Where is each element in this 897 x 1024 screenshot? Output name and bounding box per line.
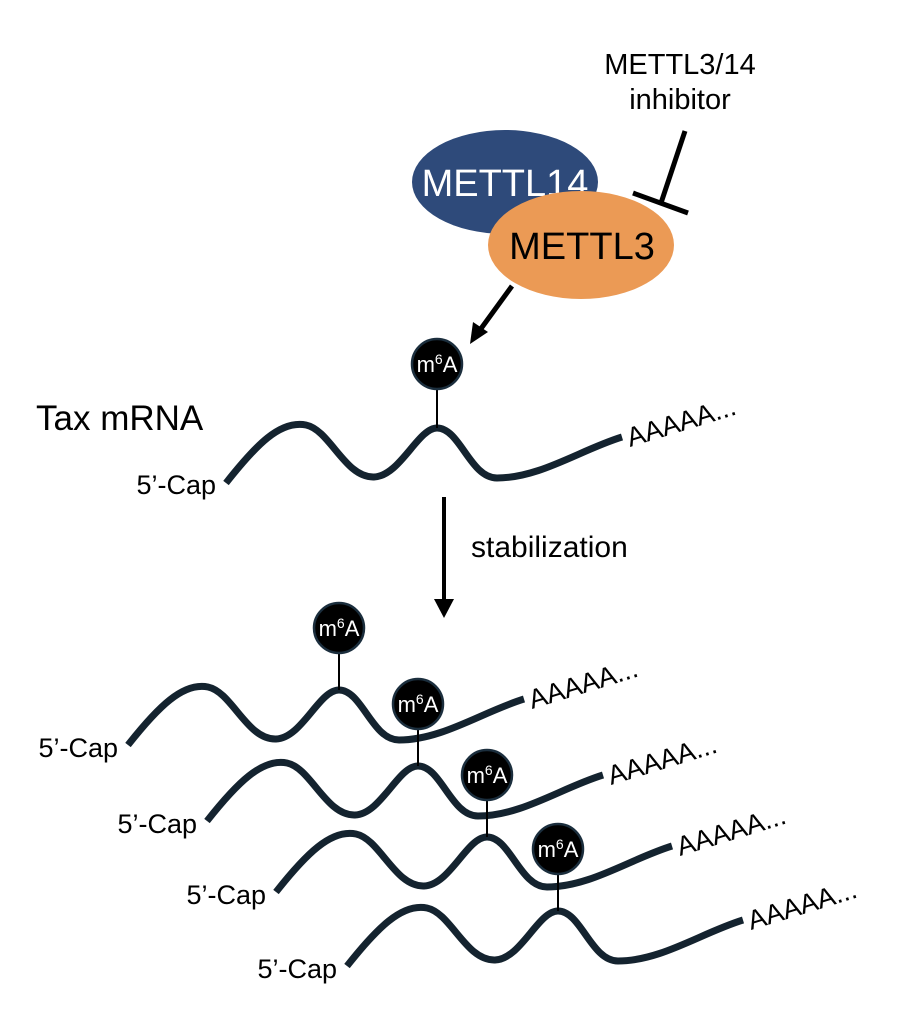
stabilized-mrna: m6A 5’-Cap AAAAA... <box>117 677 720 839</box>
polya-label: AAAAA... <box>673 800 789 862</box>
stabilization-arrow-icon <box>434 497 454 618</box>
inhibitor-label-line2: inhibitor <box>629 84 731 116</box>
m6a-circle <box>312 601 366 655</box>
mettl3-ellipse <box>488 191 674 299</box>
m6a-circle <box>531 822 585 876</box>
cap-label: 5’-Cap <box>186 880 266 910</box>
mrna-strand <box>125 682 526 748</box>
stabilized-mrna: m6A 5’-Cap AAAAA... <box>186 748 789 910</box>
m6a-badge: m6A <box>312 601 366 655</box>
m6a-label: m6A <box>467 762 508 788</box>
mrna-strand <box>204 758 605 824</box>
m6a-label: m6A <box>538 836 579 862</box>
tax-mrna-polya-label: AAAAA... <box>623 391 739 453</box>
tax-mrna-cap-label: 5’-Cap <box>136 470 216 500</box>
stabilized-mrna: m6A 5’-Cap AAAAA... <box>38 601 641 763</box>
m6a-circle <box>391 677 445 731</box>
polya-label: AAAAA... <box>604 729 720 791</box>
mrna-strand <box>344 903 745 969</box>
svg-text:m6A: m6A <box>417 351 458 377</box>
tax-mrna-title: Tax mRNA <box>36 399 204 438</box>
inhibition-bar-icon <box>632 130 689 216</box>
m6a-badge: m6A <box>391 677 445 731</box>
mettl3-label: METTL3 <box>509 226 655 268</box>
mrna-strand <box>273 829 674 895</box>
catalysis-arrowhead-icon <box>470 322 488 344</box>
m6a-circle <box>460 748 514 802</box>
stabilized-mrna: m6A 5’-Cap AAAAA... <box>257 822 860 984</box>
stabilized-mrna-stack: m6A5’-CapAAAAA...m6A5’-CapAAAAA...m6A5’-… <box>38 601 860 984</box>
m6a-badge: m6A <box>531 822 585 876</box>
stabilization-label: stabilization <box>471 531 628 564</box>
cap-label: 5’-Cap <box>117 809 197 839</box>
mettl3-protein: METTL3 <box>488 191 674 299</box>
inhibitor-label-line1: METTL3/14 <box>604 49 756 81</box>
m6a-badge: m6A <box>460 748 514 802</box>
cap-label: 5’-Cap <box>38 733 118 763</box>
tax-mrna-strand: m6A 5’-Cap AAAAA... <box>136 337 739 500</box>
m6a-label: m6A <box>319 615 360 641</box>
polya-label: AAAAA... <box>744 874 860 936</box>
catalysis-arrow-icon <box>477 284 515 332</box>
polya-label: AAAAA... <box>525 653 641 715</box>
m6a-badge: m6A <box>410 337 464 391</box>
cap-label: 5’-Cap <box>257 954 337 984</box>
m6a-label: m6A <box>398 691 439 717</box>
